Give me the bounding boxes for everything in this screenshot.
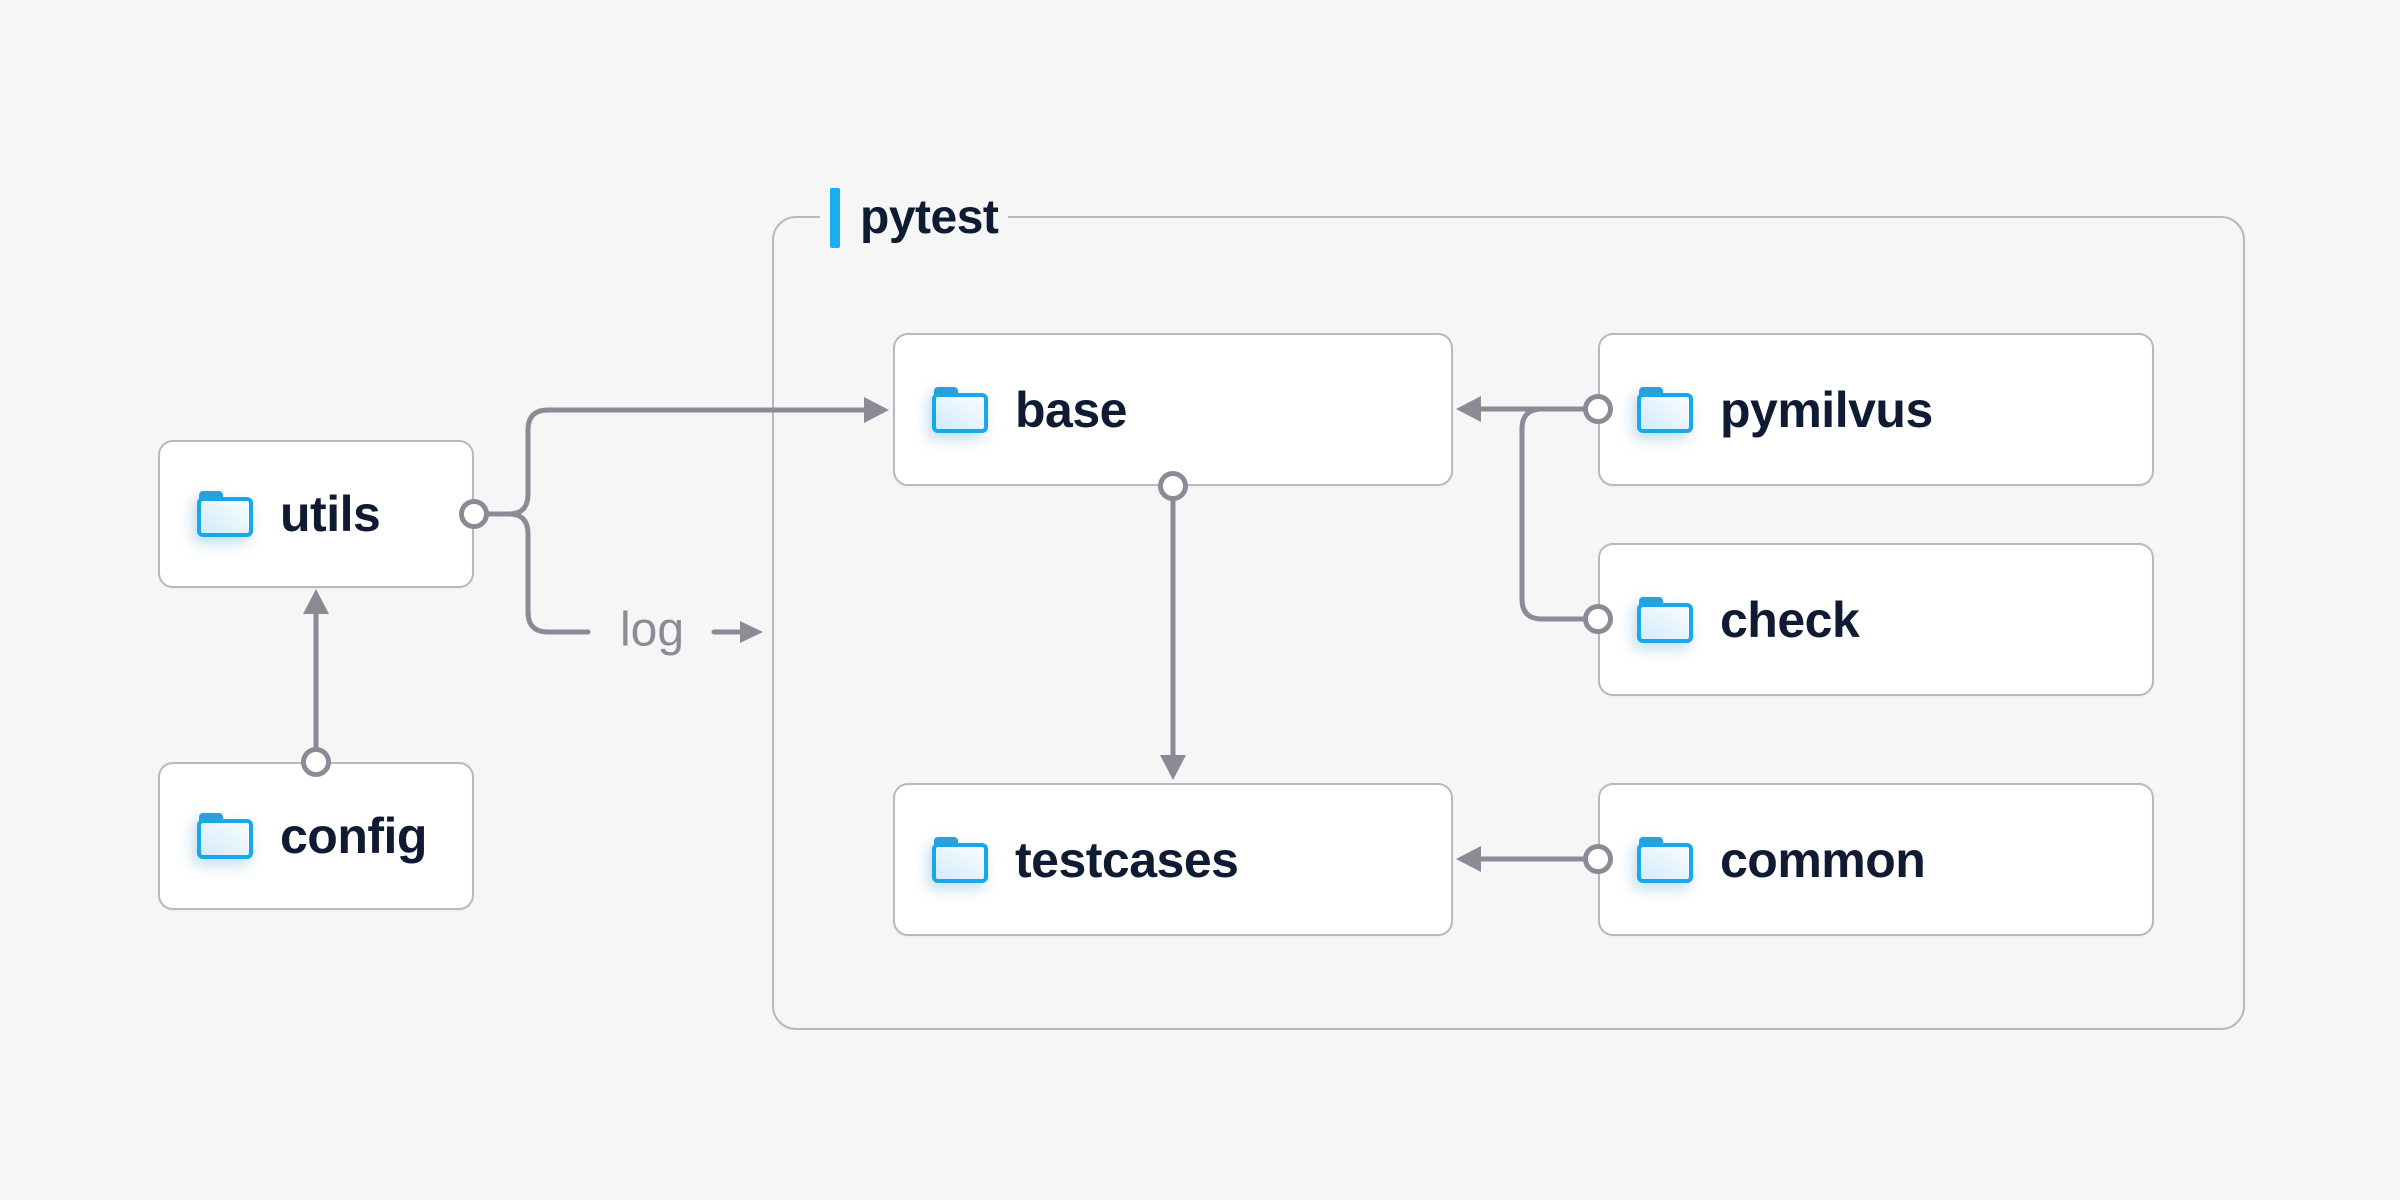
- folder-icon: [1637, 596, 1693, 643]
- edge-utils-to-log: [459, 499, 763, 643]
- pytest-group-container: pytest: [772, 187, 2245, 1030]
- folder-icon: [932, 836, 988, 883]
- node-base: base: [893, 333, 1453, 486]
- accent-bar: [830, 188, 840, 248]
- node-config: config: [158, 762, 474, 910]
- folder-icon: [197, 491, 253, 537]
- node-pymilvus: pymilvus: [1598, 333, 2154, 486]
- edge-config-to-utils: [301, 589, 331, 777]
- node-label: check: [1720, 591, 1860, 648]
- folder-icon: [1637, 836, 1693, 883]
- arrowhead-right-icon: [740, 621, 763, 643]
- folder-icon: [1637, 386, 1693, 433]
- node-testcases: testcases: [893, 783, 1453, 936]
- pytest-group-label: pytest: [820, 187, 1009, 249]
- node-label: utils: [280, 486, 381, 542]
- node-label: common: [1720, 831, 1926, 888]
- node-check: check: [1598, 543, 2154, 696]
- node-label: base: [1015, 381, 1127, 438]
- log-edge-label: log: [619, 603, 685, 657]
- node-common: common: [1598, 783, 2154, 936]
- folder-icon: [197, 813, 253, 859]
- node-utils: utils: [158, 440, 474, 588]
- node-label: testcases: [1015, 831, 1239, 888]
- folder-icon: [932, 386, 988, 433]
- arrowhead-up-icon: [303, 589, 329, 614]
- node-label: config: [280, 808, 427, 864]
- node-label: pymilvus: [1720, 381, 1933, 438]
- group-title: pytest: [860, 191, 999, 244]
